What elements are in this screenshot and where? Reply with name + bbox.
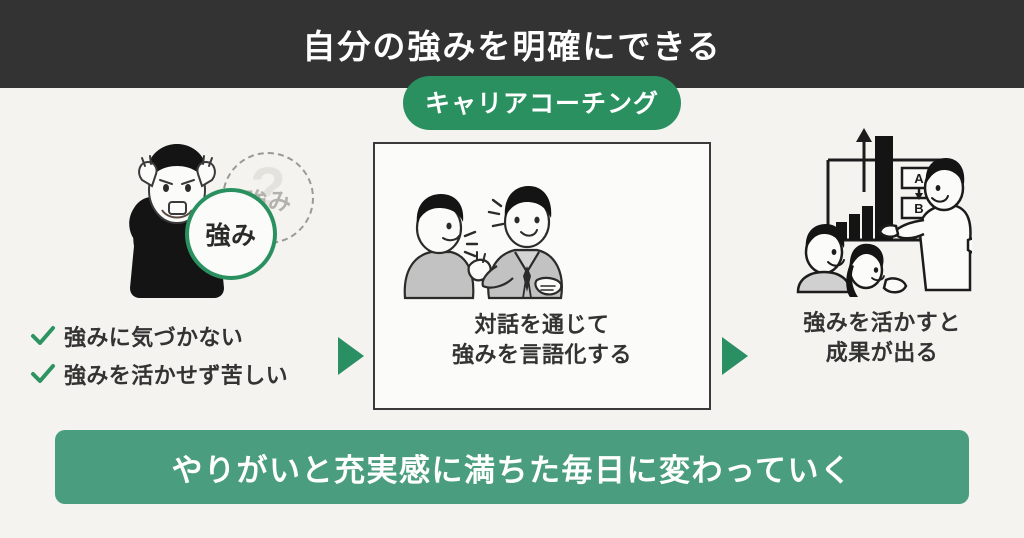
coaching-conversation-illustration bbox=[375, 180, 709, 300]
check-icon bbox=[31, 326, 55, 345]
checklist-label: 強みを活かせず苦しい bbox=[64, 363, 289, 388]
list-item: 強みに気づかない bbox=[30, 320, 320, 352]
banner-text: やりがいと充実感に満ちた毎日に変わっていく bbox=[171, 452, 853, 488]
svg-text:A: A bbox=[914, 171, 924, 186]
results-presentation-illustration: A B bbox=[748, 122, 1016, 297]
caption-line: 強みを言語化する bbox=[451, 342, 632, 368]
outcome-banner: やりがいと充実感に満ちた毎日に変わっていく bbox=[55, 430, 969, 504]
career-coaching-card: 対話を通じて 強みを言語化する bbox=[373, 142, 711, 410]
left-checklist: 強みに気づかない 強みを活かせず苦しい bbox=[30, 320, 320, 396]
caption-line: 成果が出る bbox=[825, 340, 939, 366]
content-stage: ? 強み 強みに気づかない 強みを活かせず苦しい bbox=[0, 76, 1024, 538]
arrow-middle-to-right-icon bbox=[722, 337, 748, 375]
svg-text:B: B bbox=[914, 201, 923, 216]
page-title: 自分の強みを明確にできる bbox=[302, 28, 722, 65]
right-caption: 強みを活かすと 成果が出る bbox=[748, 308, 1016, 369]
stage-right-panel: A B bbox=[748, 110, 1016, 430]
list-item: 強みを活かせず苦しい bbox=[30, 358, 320, 390]
caption-line: 対話を通じて bbox=[474, 312, 610, 337]
career-coaching-badge: キャリアコーチング bbox=[402, 76, 682, 130]
checklist-label: 強みに気づかない bbox=[64, 325, 244, 350]
header-bar: 自分の強みを明確にできる bbox=[0, 0, 1024, 88]
check-icon bbox=[31, 364, 55, 383]
strength-circle-label: 強み bbox=[205, 222, 257, 250]
strength-circle-badge: 強み bbox=[185, 188, 277, 280]
caption-line: 強みを活かすと bbox=[803, 310, 961, 335]
middle-caption: 対話を通じて 強みを言語化する bbox=[375, 310, 709, 371]
stage-left-panel: ? 強み 強みに気づかない 強みを活かせず苦しい bbox=[22, 110, 332, 430]
arrow-left-to-middle-icon bbox=[338, 337, 364, 375]
